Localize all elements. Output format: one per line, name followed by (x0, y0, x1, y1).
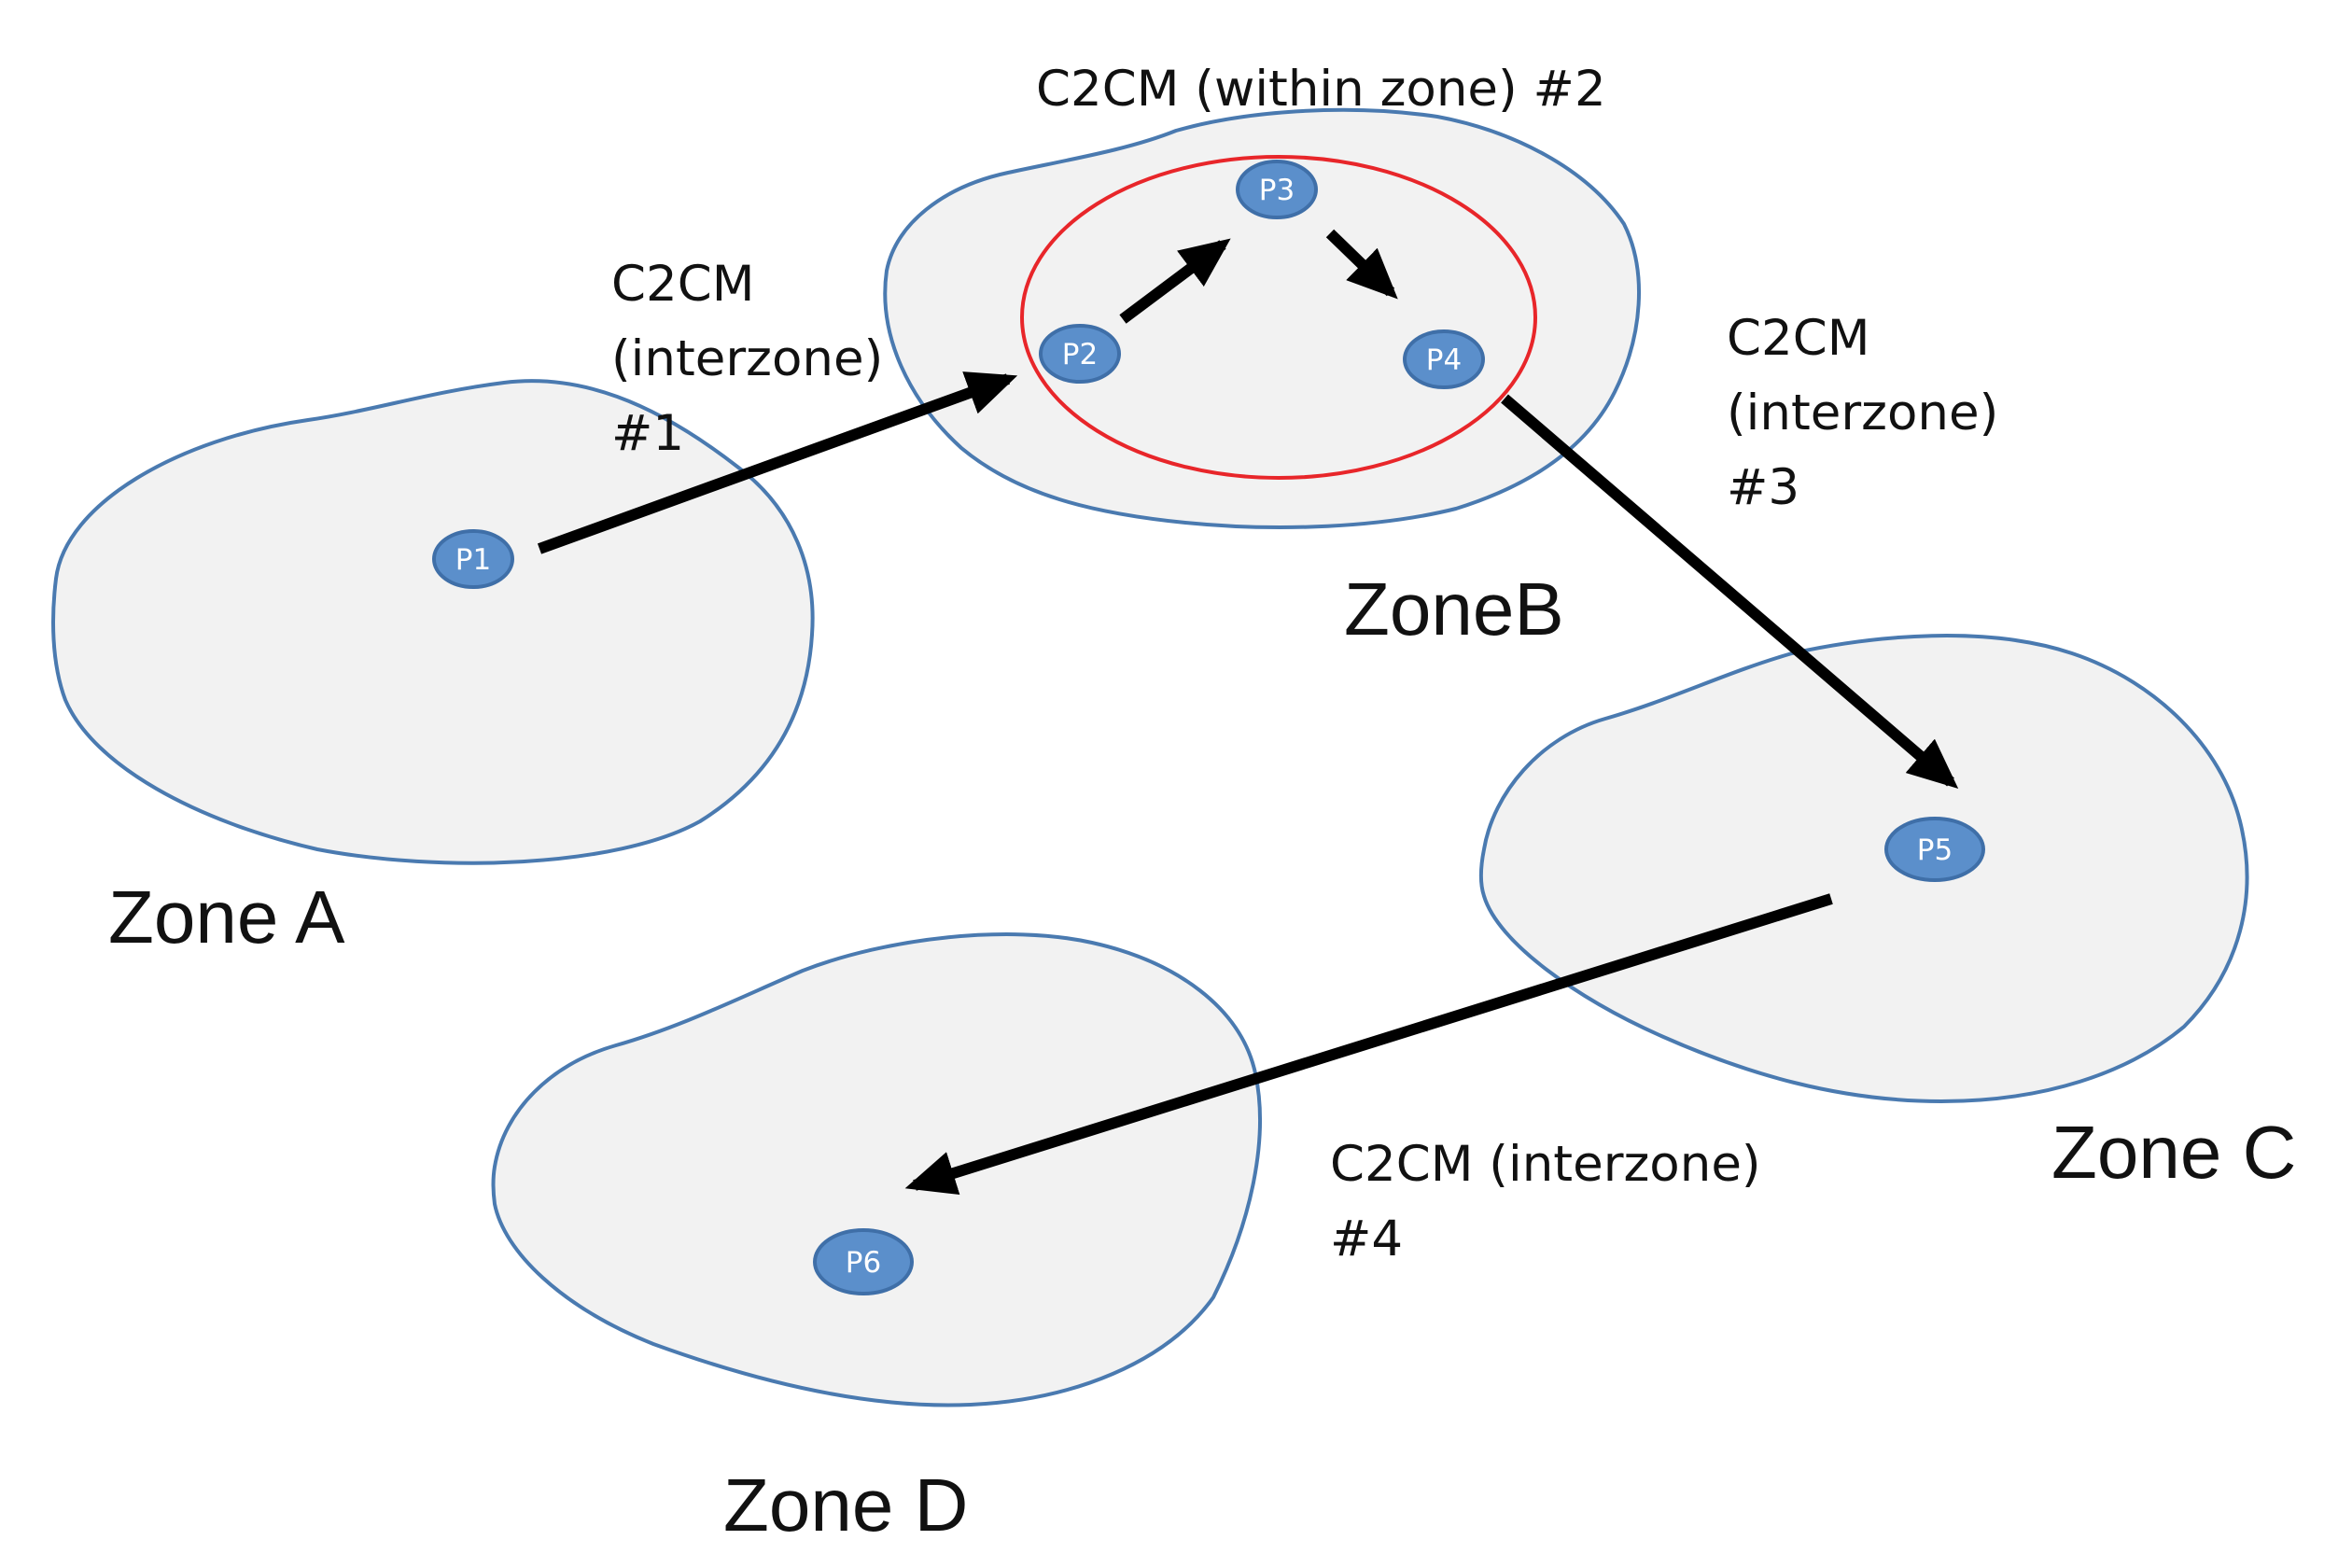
flow-3-line-2: (interzone) (1727, 385, 1998, 441)
zone-a-region (51, 379, 815, 865)
node-p4: P4 (1403, 329, 1485, 389)
node-p2: P2 (1039, 324, 1121, 384)
flow-3-line-1: C2CM (1727, 310, 1869, 367)
node-p5: P5 (1884, 817, 1985, 882)
arrow-p2-to-p3 (1119, 238, 1231, 324)
zone-c-label: Zone C (2051, 1111, 2296, 1194)
node-p3: P3 (1236, 160, 1318, 219)
flow-4-line-2: #4 (1330, 1211, 1403, 1267)
arrow-p1-to-p2 (537, 371, 1018, 554)
flow-3-label: C2CM (interzone) #3 (1727, 310, 2014, 516)
zone-b-region (883, 107, 1642, 529)
node-p1-label: P1 (455, 543, 491, 577)
arrow-p5-to-p6 (904, 893, 1833, 1196)
flow-4-label: C2CM (interzone) #4 (1330, 1136, 1776, 1267)
zone-d-label: Zone D (723, 1463, 968, 1547)
zone-c-region (1479, 634, 2249, 1103)
node-p3-label: P3 (1259, 174, 1295, 207)
arrow-p3-to-p4 (1325, 229, 1398, 300)
node-p2-label: P2 (1062, 338, 1098, 371)
flow-2-label: C2CM (within zone) #2 (1036, 61, 1606, 118)
zone-b-label: ZoneB (1344, 567, 1564, 651)
flow-3-line-3: #3 (1727, 459, 1799, 516)
flow-1-line-3: #1 (611, 405, 684, 462)
zone-a-label: Zone A (108, 875, 345, 959)
node-p6: P6 (813, 1228, 914, 1295)
node-p1: P1 (432, 529, 514, 589)
flow-1-line-2: (interzone) (611, 330, 883, 387)
node-p4-label: P4 (1426, 343, 1462, 377)
within-zone-scope-circle (1020, 155, 1537, 480)
zone-d-region (491, 932, 1262, 1407)
flow-4-line-1: C2CM (interzone) (1330, 1136, 1761, 1193)
flow-1-label: C2CM (interzone) #1 (611, 256, 899, 462)
node-p6-label: P6 (846, 1246, 881, 1280)
arrow-p4-to-p5 (1501, 394, 1959, 790)
flow-1-line-1: C2CM (611, 256, 754, 313)
node-p5-label: P5 (1917, 833, 1953, 867)
